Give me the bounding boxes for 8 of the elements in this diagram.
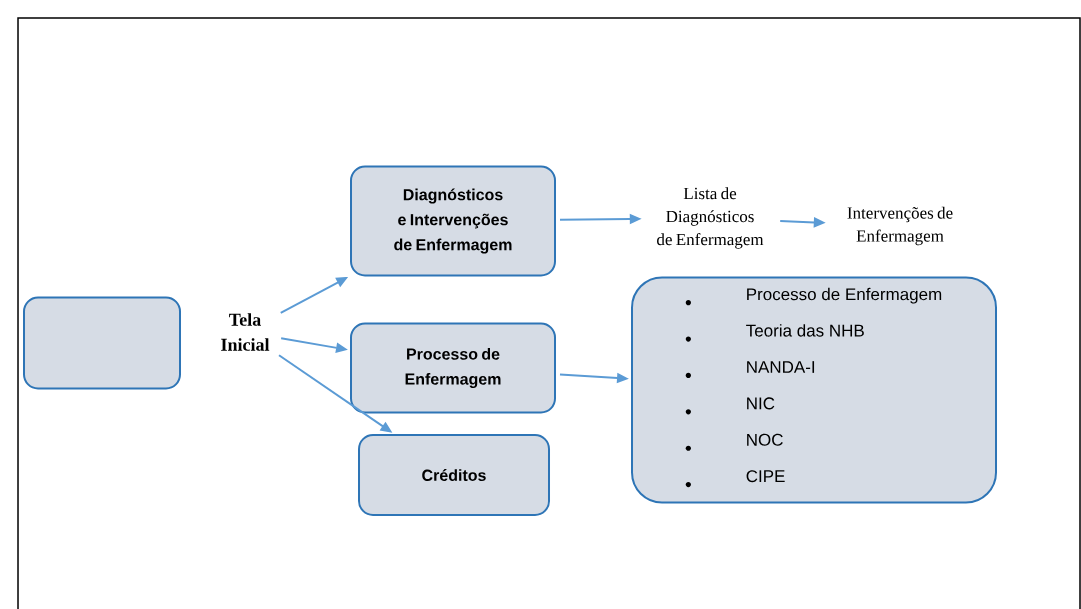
list-box: Processo de Enfermagem Teoria das NHB NANDA-I NIC NOC CIPE: [631, 276, 997, 504]
process-box: Créditos: [358, 434, 550, 516]
node-label: Tela Inicial: [221, 313, 270, 351]
process-box: Processo de Enfermagem: [350, 322, 556, 414]
box: [23, 296, 181, 390]
process-box: Diagnósticos e Intervenções de Enfermagem: [350, 165, 556, 277]
node-label: Lista de Diagnósticos de Enfermagem: [657, 187, 764, 249]
node-label: Intervenções de Enfermagem: [847, 206, 953, 246]
